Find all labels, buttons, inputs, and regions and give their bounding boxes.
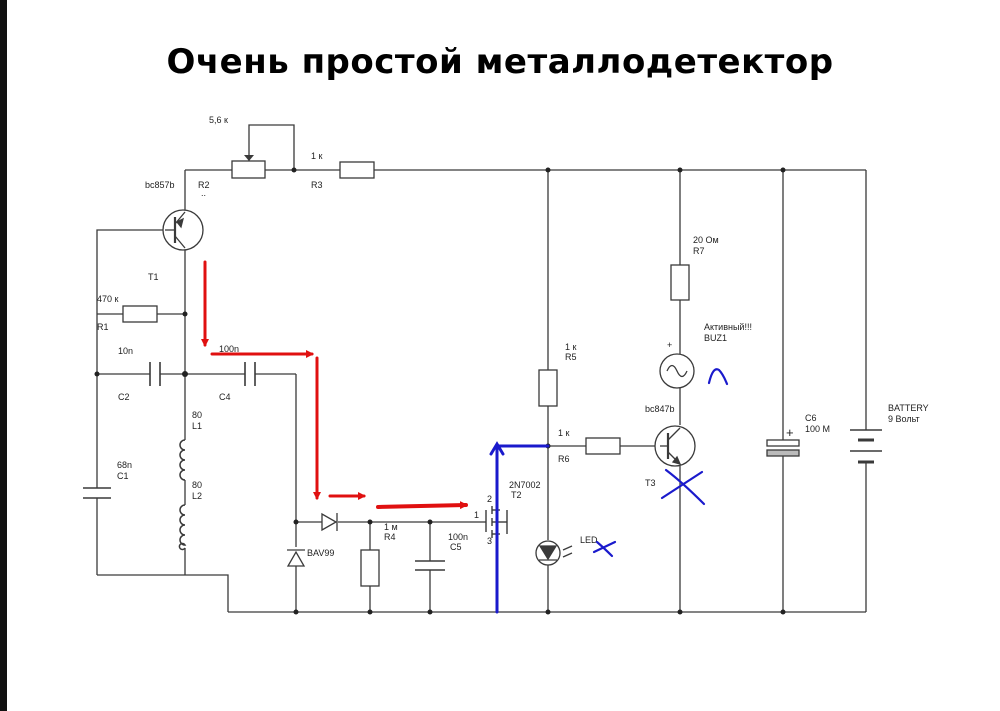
c5-value-label: 100n xyxy=(448,532,468,542)
blue-highlight-path xyxy=(495,444,550,614)
r5-name-label: R5 xyxy=(565,352,577,362)
t2-pin2-label: 2 xyxy=(487,494,492,504)
r2-potentiometer xyxy=(231,160,266,179)
buz1-buzzer xyxy=(659,353,695,389)
r1-value-label: 470 к xyxy=(97,294,119,304)
junction-dots xyxy=(94,167,786,615)
l2-coil xyxy=(178,504,187,551)
buzzer-plus-label: + xyxy=(667,340,672,350)
r6-value-label: 1 к xyxy=(558,428,570,438)
c4-name-label: C4 xyxy=(219,392,231,402)
t3-model-label: bc847b xyxy=(645,404,675,414)
l2-name-label: L2 xyxy=(192,491,202,501)
c6-plus-label: + xyxy=(786,425,794,440)
r3-value-label: 1 к xyxy=(311,151,323,161)
r3-name-label: R3 xyxy=(311,180,323,190)
c5-capacitor xyxy=(415,560,445,571)
l1-coil xyxy=(179,439,186,481)
buzzer-check-mark xyxy=(707,368,729,386)
battery-value-label: 9 Вольт xyxy=(888,414,920,424)
r2-value-label: 5,6 к xyxy=(209,115,228,125)
bav99-diode-series xyxy=(321,512,338,532)
l1-name-label: L1 xyxy=(192,421,202,431)
c4-value-label: 100n xyxy=(219,344,239,354)
t3-cross-mark xyxy=(660,468,706,506)
c4-capacitor xyxy=(244,362,256,386)
t2-name-label: T2 xyxy=(511,490,522,500)
t2-pin1-label: 1 xyxy=(474,510,479,520)
r6-resistor xyxy=(585,437,621,455)
led-cross-mark xyxy=(592,540,617,558)
r2-wiper-arrow xyxy=(244,155,254,161)
l2-value-label: 80 xyxy=(192,480,202,490)
wires xyxy=(96,124,867,613)
t1-name-label: T1 xyxy=(148,272,159,282)
t2-pin3-label: 3 xyxy=(487,536,492,546)
battery-symbol xyxy=(850,429,882,464)
r4-resistor xyxy=(360,549,380,587)
r4-name-label: R4 xyxy=(384,532,396,542)
c2-capacitor xyxy=(149,362,161,386)
c6-name-label: C6 xyxy=(805,413,817,423)
t3-transistor xyxy=(654,425,696,467)
c6-capacitor xyxy=(766,439,800,457)
r5-value-label: 1 к xyxy=(565,342,577,352)
bav99-diode-shunt xyxy=(286,549,306,567)
t1-transistor xyxy=(162,209,204,251)
r5-resistor xyxy=(538,369,558,407)
r7-resistor xyxy=(670,264,690,301)
r3-resistor xyxy=(339,161,375,179)
r4-value-label: 1 м xyxy=(384,522,398,532)
led-diode xyxy=(535,540,573,566)
r7-value-label: 20 Ом xyxy=(693,235,719,245)
t2-mosfet xyxy=(485,506,508,538)
c6-value-label: 100 М xyxy=(805,424,830,434)
c2-name-label: C2 xyxy=(118,392,130,402)
buzzer-desc-label: Активный!!! xyxy=(704,322,752,332)
c1-value-label: 68n xyxy=(117,460,132,470)
t2-model-label: 2N7002 xyxy=(509,480,541,490)
battery-name-label: BATTERY xyxy=(888,403,929,413)
c1-capacitor xyxy=(83,487,111,499)
blue-path-arrowhead xyxy=(489,441,505,456)
signal-arrow-right-3 xyxy=(376,501,468,510)
left-edge-bar xyxy=(0,0,7,711)
r2-extra-label: .. xyxy=(201,188,206,198)
page-title: Очень простой металлодетектор xyxy=(166,42,834,82)
r2-name-label: R2 xyxy=(198,180,210,190)
led-name-label: LED xyxy=(580,535,598,545)
buzzer-name-label: BUZ1 xyxy=(704,333,727,343)
t3-name-label: T3 xyxy=(645,478,656,488)
r1-resistor xyxy=(122,305,158,323)
c5-name-label: C5 xyxy=(450,542,462,552)
r1-name-label: R1 xyxy=(97,322,109,332)
l1-value-label: 80 xyxy=(192,410,202,420)
r7-name-label: R7 xyxy=(693,246,705,256)
t1-model-label: bc857b xyxy=(145,180,175,190)
c1-name-label: C1 xyxy=(117,471,129,481)
r6-name-label: R6 xyxy=(558,454,570,464)
diode-name-label: BAV99 xyxy=(307,548,334,558)
c2-value-label: 10n xyxy=(118,346,133,356)
